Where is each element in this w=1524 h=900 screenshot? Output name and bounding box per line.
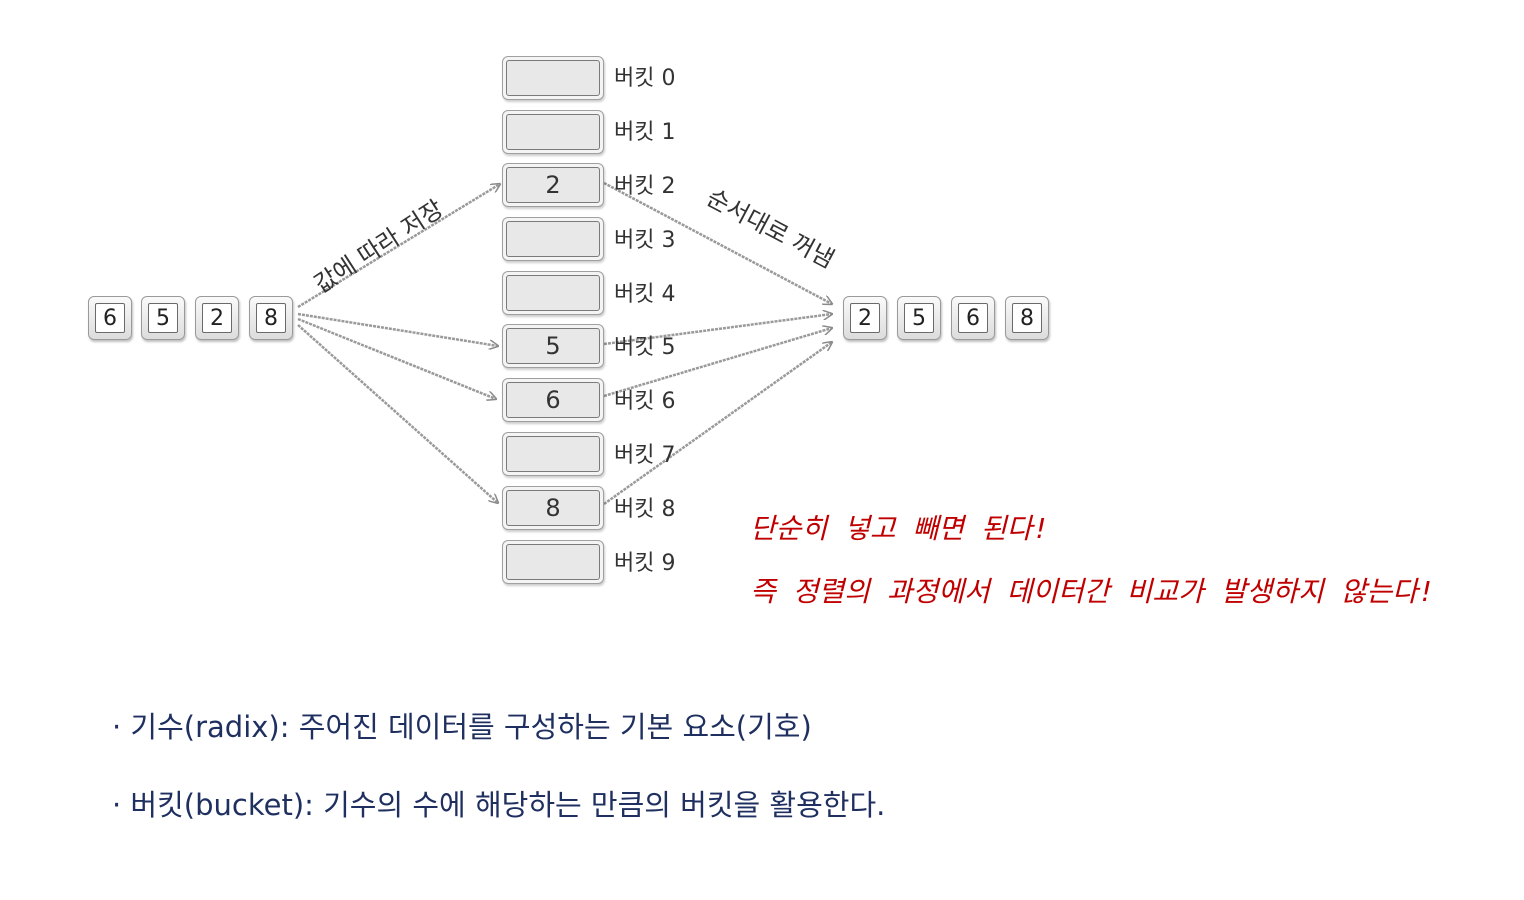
bucket-2: 2 (502, 163, 604, 207)
bucket-label: 버킷 3 (614, 228, 676, 253)
output-cell: 2 (843, 296, 887, 340)
input-cell: 6 (88, 296, 132, 340)
bucket-label: 버킷 8 (614, 497, 676, 522)
bucket-0 (502, 56, 604, 100)
bucket-label: 버킷 4 (614, 282, 676, 307)
input-cell: 5 (141, 296, 185, 340)
bucket-8: 8 (502, 486, 604, 530)
bucket-label: 버킷 2 (614, 174, 676, 199)
bullet-bucket: · 버킷(bucket): 기수의 수에 해당하는 만큼의 버킷을 활용한다. (112, 788, 886, 822)
bucket-label: 버킷 0 (614, 66, 676, 91)
input-cell: 8 (249, 296, 293, 340)
bucket-3 (502, 217, 604, 261)
bucket-label: 버킷 6 (614, 389, 676, 414)
arrow-retrieve-6 (603, 328, 832, 398)
arrow-retrieve-8 (603, 342, 832, 506)
bucket-label: 버킷 9 (614, 551, 676, 576)
arrow-retrieve-5 (603, 314, 832, 346)
bucket-5: 5 (502, 324, 604, 368)
bucket-label: 버킷 7 (614, 443, 676, 468)
arrow-store-5 (297, 312, 498, 346)
bucket-1 (502, 110, 604, 154)
input-cell: 2 (195, 296, 239, 340)
bucket-6: 6 (502, 378, 604, 422)
bullet-radix: · 기수(radix): 주어진 데이터를 구성하는 기본 요소(기호) (112, 710, 812, 744)
arrow-store-6 (297, 317, 496, 399)
output-cell: 8 (1005, 296, 1049, 340)
arrow-retrieve-2 (603, 181, 832, 304)
arrow-store-2 (297, 184, 500, 309)
note-line-2: 즉 정렬의 과정에서 데이터간 비교가 발생하지 않는다! (750, 575, 1435, 608)
bucket-9 (502, 540, 604, 584)
note-line-1: 단순히 넣고 빼면 된다! (750, 512, 1050, 545)
bucket-label: 버킷 1 (614, 120, 676, 145)
bucket-label: 버킷 5 (614, 335, 676, 360)
bucket-7 (502, 432, 604, 476)
bucket-4 (502, 271, 604, 315)
output-cell: 5 (897, 296, 941, 340)
arrow-store-8 (297, 324, 498, 503)
output-cell: 6 (951, 296, 995, 340)
